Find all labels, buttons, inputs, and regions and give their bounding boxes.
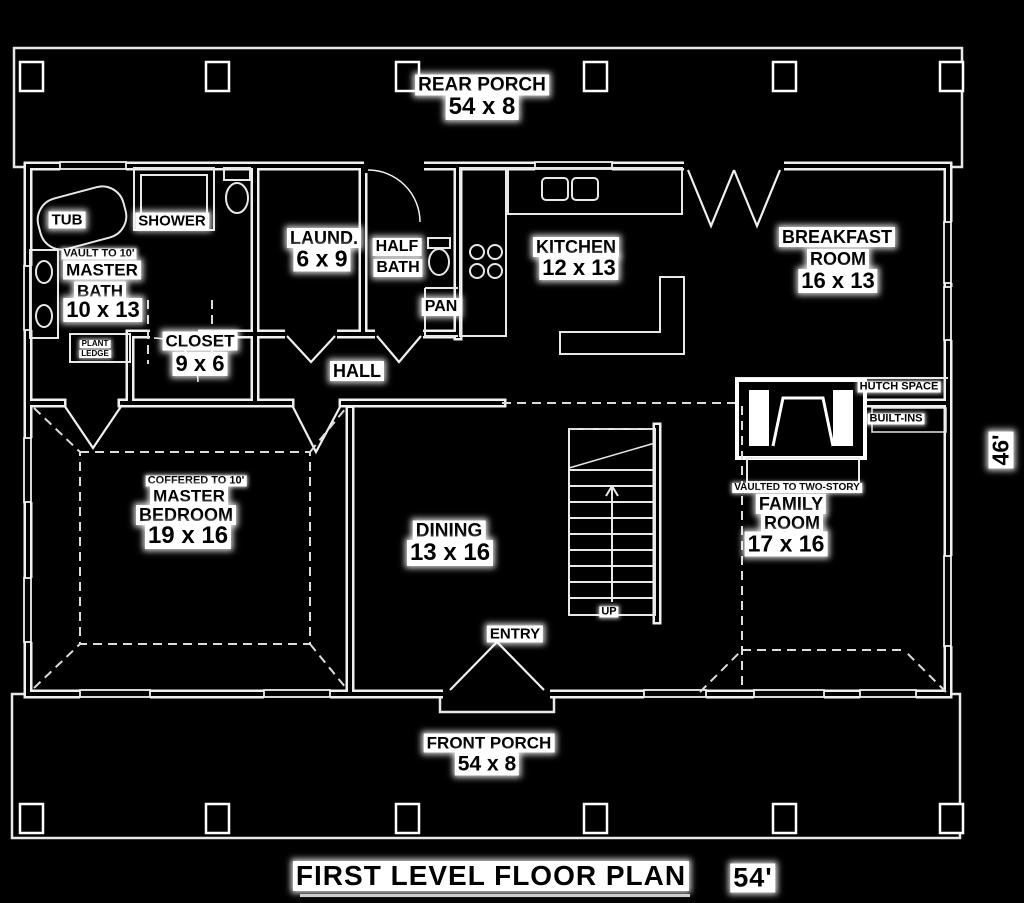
fireplace bbox=[735, 377, 948, 483]
stair-break-line bbox=[568, 442, 656, 469]
sink-bowl-right bbox=[571, 177, 599, 201]
label-breakfast-dims: 16 x 13 bbox=[798, 269, 878, 293]
label-bedroom-line1: MASTER bbox=[150, 486, 228, 506]
hearth bbox=[746, 457, 860, 483]
label-family-dims: 17 x 16 bbox=[744, 531, 828, 557]
ceiling-lines bbox=[33, 300, 947, 693]
cooktop-burners bbox=[469, 244, 503, 279]
height-dimension: 46' bbox=[988, 431, 1014, 469]
label-dining-dims: 13 x 16 bbox=[406, 540, 494, 566]
label-bedroom-dims: 19 x 16 bbox=[144, 523, 232, 549]
kitchen-fixtures bbox=[424, 167, 685, 355]
label-half-bath-line2: BATH bbox=[373, 259, 423, 277]
plan-title: FIRST LEVEL FLOOR PLAN bbox=[292, 861, 690, 891]
label-breakfast-line2: ROOM bbox=[807, 249, 869, 269]
label-laundry-name: LAUND. bbox=[287, 228, 361, 248]
width-dimension: 54' bbox=[730, 863, 776, 893]
label-pantry: PAN bbox=[421, 298, 461, 316]
label-plant-ledge-2: LEDGE bbox=[79, 349, 111, 358]
label-master-bath-note: VAULT TO 10' bbox=[61, 247, 137, 260]
bedroom-double-door bbox=[63, 404, 123, 450]
door-symbols bbox=[63, 169, 782, 691]
sink-bowl-left bbox=[541, 177, 569, 201]
label-bedroom-line2: BEDROOM bbox=[136, 505, 236, 525]
label-kitchen-dims: 12 x 13 bbox=[539, 256, 619, 280]
label-master-bath-line1: MASTER bbox=[63, 260, 141, 280]
bedroom-entry-door bbox=[291, 404, 342, 455]
porch-posts bbox=[18, 60, 965, 835]
kitchen-counter-left bbox=[459, 167, 507, 337]
label-stairs-up: UP bbox=[599, 605, 619, 618]
label-master-bath-line2: BATH bbox=[74, 281, 126, 301]
label-laundry-dims: 6 x 9 bbox=[293, 246, 351, 272]
kitchen-peninsula bbox=[559, 276, 685, 355]
kitchen-counter-rear bbox=[507, 167, 683, 215]
vanity-master bbox=[29, 249, 59, 339]
wall-openings bbox=[150, 159, 784, 701]
label-rear-porch-name: REAR PORCH bbox=[415, 74, 549, 96]
breakfast-french-doors bbox=[686, 169, 782, 229]
up-arrow bbox=[605, 485, 619, 602]
toilet-half-bath bbox=[427, 237, 451, 276]
entry-doors bbox=[449, 640, 545, 691]
label-tub: TUB bbox=[48, 211, 86, 229]
label-family-line2: ROOM bbox=[761, 513, 823, 533]
label-hall: HALL bbox=[330, 361, 384, 381]
toilet-master bbox=[223, 167, 251, 214]
label-family-line1: FAMILY bbox=[755, 494, 827, 514]
label-closet-dims: 9 x 6 bbox=[172, 352, 228, 376]
label-dining-name: DINING bbox=[412, 520, 486, 542]
label-plant-ledge-1: PLANT bbox=[79, 339, 111, 348]
windows bbox=[21, 159, 955, 701]
tub-fixture bbox=[36, 185, 128, 251]
half-bath-door bbox=[376, 335, 422, 364]
label-half-bath-line1: HALF bbox=[372, 238, 422, 256]
label-family-note: VAULTED TO TWO-STORY bbox=[732, 482, 862, 493]
plant-ledge-shape bbox=[69, 333, 131, 363]
label-entry: ENTRY bbox=[486, 625, 544, 643]
label-hutch-space: HUTCH SPACE bbox=[857, 380, 941, 393]
label-kitchen-name: KITCHEN bbox=[533, 237, 619, 257]
label-master-bath-dims: 10 x 13 bbox=[63, 298, 143, 322]
rear-door-arc bbox=[367, 169, 421, 223]
label-front-porch-dims: 54 x 8 bbox=[454, 752, 520, 776]
label-breakfast-line1: BREAKFAST bbox=[778, 227, 896, 247]
label-bedroom-note: COFFERED TO 10' bbox=[145, 474, 247, 487]
laundry-door bbox=[286, 335, 336, 364]
staircase bbox=[568, 428, 656, 616]
title-underline bbox=[300, 894, 690, 897]
label-rear-porch-dims: 54 x 8 bbox=[445, 94, 519, 120]
label-front-porch-name: FRONT PORCH bbox=[423, 733, 555, 753]
bath-fixtures bbox=[29, 167, 451, 363]
label-shower: SHOWER bbox=[135, 212, 209, 230]
label-closet-name: CLOSET bbox=[162, 331, 238, 351]
label-built-ins: BUILT-INS bbox=[867, 412, 925, 425]
